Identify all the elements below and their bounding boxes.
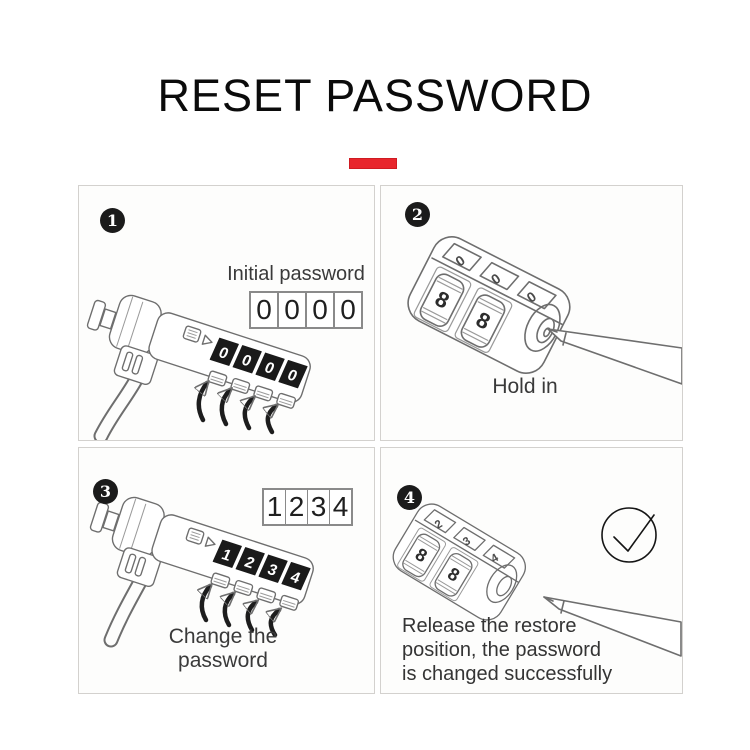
- page-title: RESET PASSWORD: [157, 70, 593, 121]
- t-bar-knob: [86, 299, 107, 331]
- dial-windows: 0 0 0 0: [209, 337, 308, 389]
- board-digit: 0: [333, 293, 361, 327]
- pen-illustration: [543, 596, 682, 657]
- step-panel-3: 1 2 3 4 3 Change the password: [78, 447, 375, 694]
- step-1-caption: Initial password: [227, 263, 365, 285]
- top-window-digit: 2: [433, 518, 445, 532]
- initial-password-board: 0 0 0 0: [249, 291, 363, 329]
- new-password-board: 1 2 3 4: [262, 488, 353, 526]
- step-2-number-badge: 2: [405, 202, 430, 227]
- caption-line: is changed successfully: [402, 663, 613, 685]
- cable-illustration: [93, 370, 145, 440]
- turn-dial-arrows: [202, 586, 279, 638]
- step-4-number-badge: 4: [397, 485, 422, 510]
- dial-wheels: 8 8: [413, 266, 513, 353]
- direction-triangle: [204, 536, 216, 547]
- lock-illustration-step-3: 1 2 3 4: [89, 496, 314, 648]
- caption-line: Release the restore: [402, 615, 577, 637]
- step-3-number-badge: 3: [93, 479, 118, 504]
- dial-wheels: 8 8: [397, 527, 479, 602]
- top-window-digit: 3: [461, 535, 473, 549]
- step-panel-2: 0 0 0 8 8: [380, 185, 683, 441]
- combination-lock-body: 1 2 3 4: [89, 496, 314, 611]
- combination-lock-body: 0 0 0 0: [86, 294, 311, 409]
- check-circle-icon: [601, 507, 657, 563]
- top-display-windows: [441, 242, 557, 310]
- step-4-caption: Release the restore position, the passwo…: [402, 614, 638, 686]
- dial-thumb-slots: [207, 370, 297, 409]
- lock-closeup-step-2: 0 0 0 8 8: [407, 236, 682, 385]
- board-digit: 4: [329, 490, 351, 524]
- dial-windows: 1 2 3 4: [212, 539, 311, 591]
- reset-hole: [486, 564, 518, 604]
- lock-closeup-body: 2 3 4 8 8: [392, 503, 526, 621]
- lock-closeup-body: 0 0 0 8 8: [407, 236, 571, 374]
- step-panel-4: 2 3 4 8 8: [380, 447, 683, 694]
- step-panel-1: 0 0 0 0 1 Initial password: [78, 185, 375, 441]
- pen-illustration: [547, 328, 682, 385]
- board-digit: 0: [305, 293, 333, 327]
- step-1-number-badge: 1: [100, 208, 125, 233]
- board-digit: 1: [266, 491, 283, 522]
- direction-triangle: [201, 334, 213, 345]
- top-display-windows: [423, 509, 516, 569]
- board-digit: 2: [285, 490, 307, 524]
- caption-line: position, the password: [402, 639, 602, 661]
- cable-illustration: [103, 574, 148, 648]
- lock-closeup-step-4: 2 3 4 8 8: [392, 503, 682, 657]
- lock-illustration-step-1: 0 0 0 0: [86, 294, 311, 440]
- turn-dial-arrows: [199, 383, 276, 435]
- board-digit: 0: [256, 294, 272, 325]
- dial-thumb-slots: [210, 572, 300, 611]
- title-accent-dash: [349, 158, 397, 169]
- board-digit: 0: [277, 293, 305, 327]
- board-digit: 3: [307, 490, 329, 524]
- step-3-caption: Change the password: [168, 625, 278, 672]
- step-2-caption: Hold in: [492, 375, 558, 398]
